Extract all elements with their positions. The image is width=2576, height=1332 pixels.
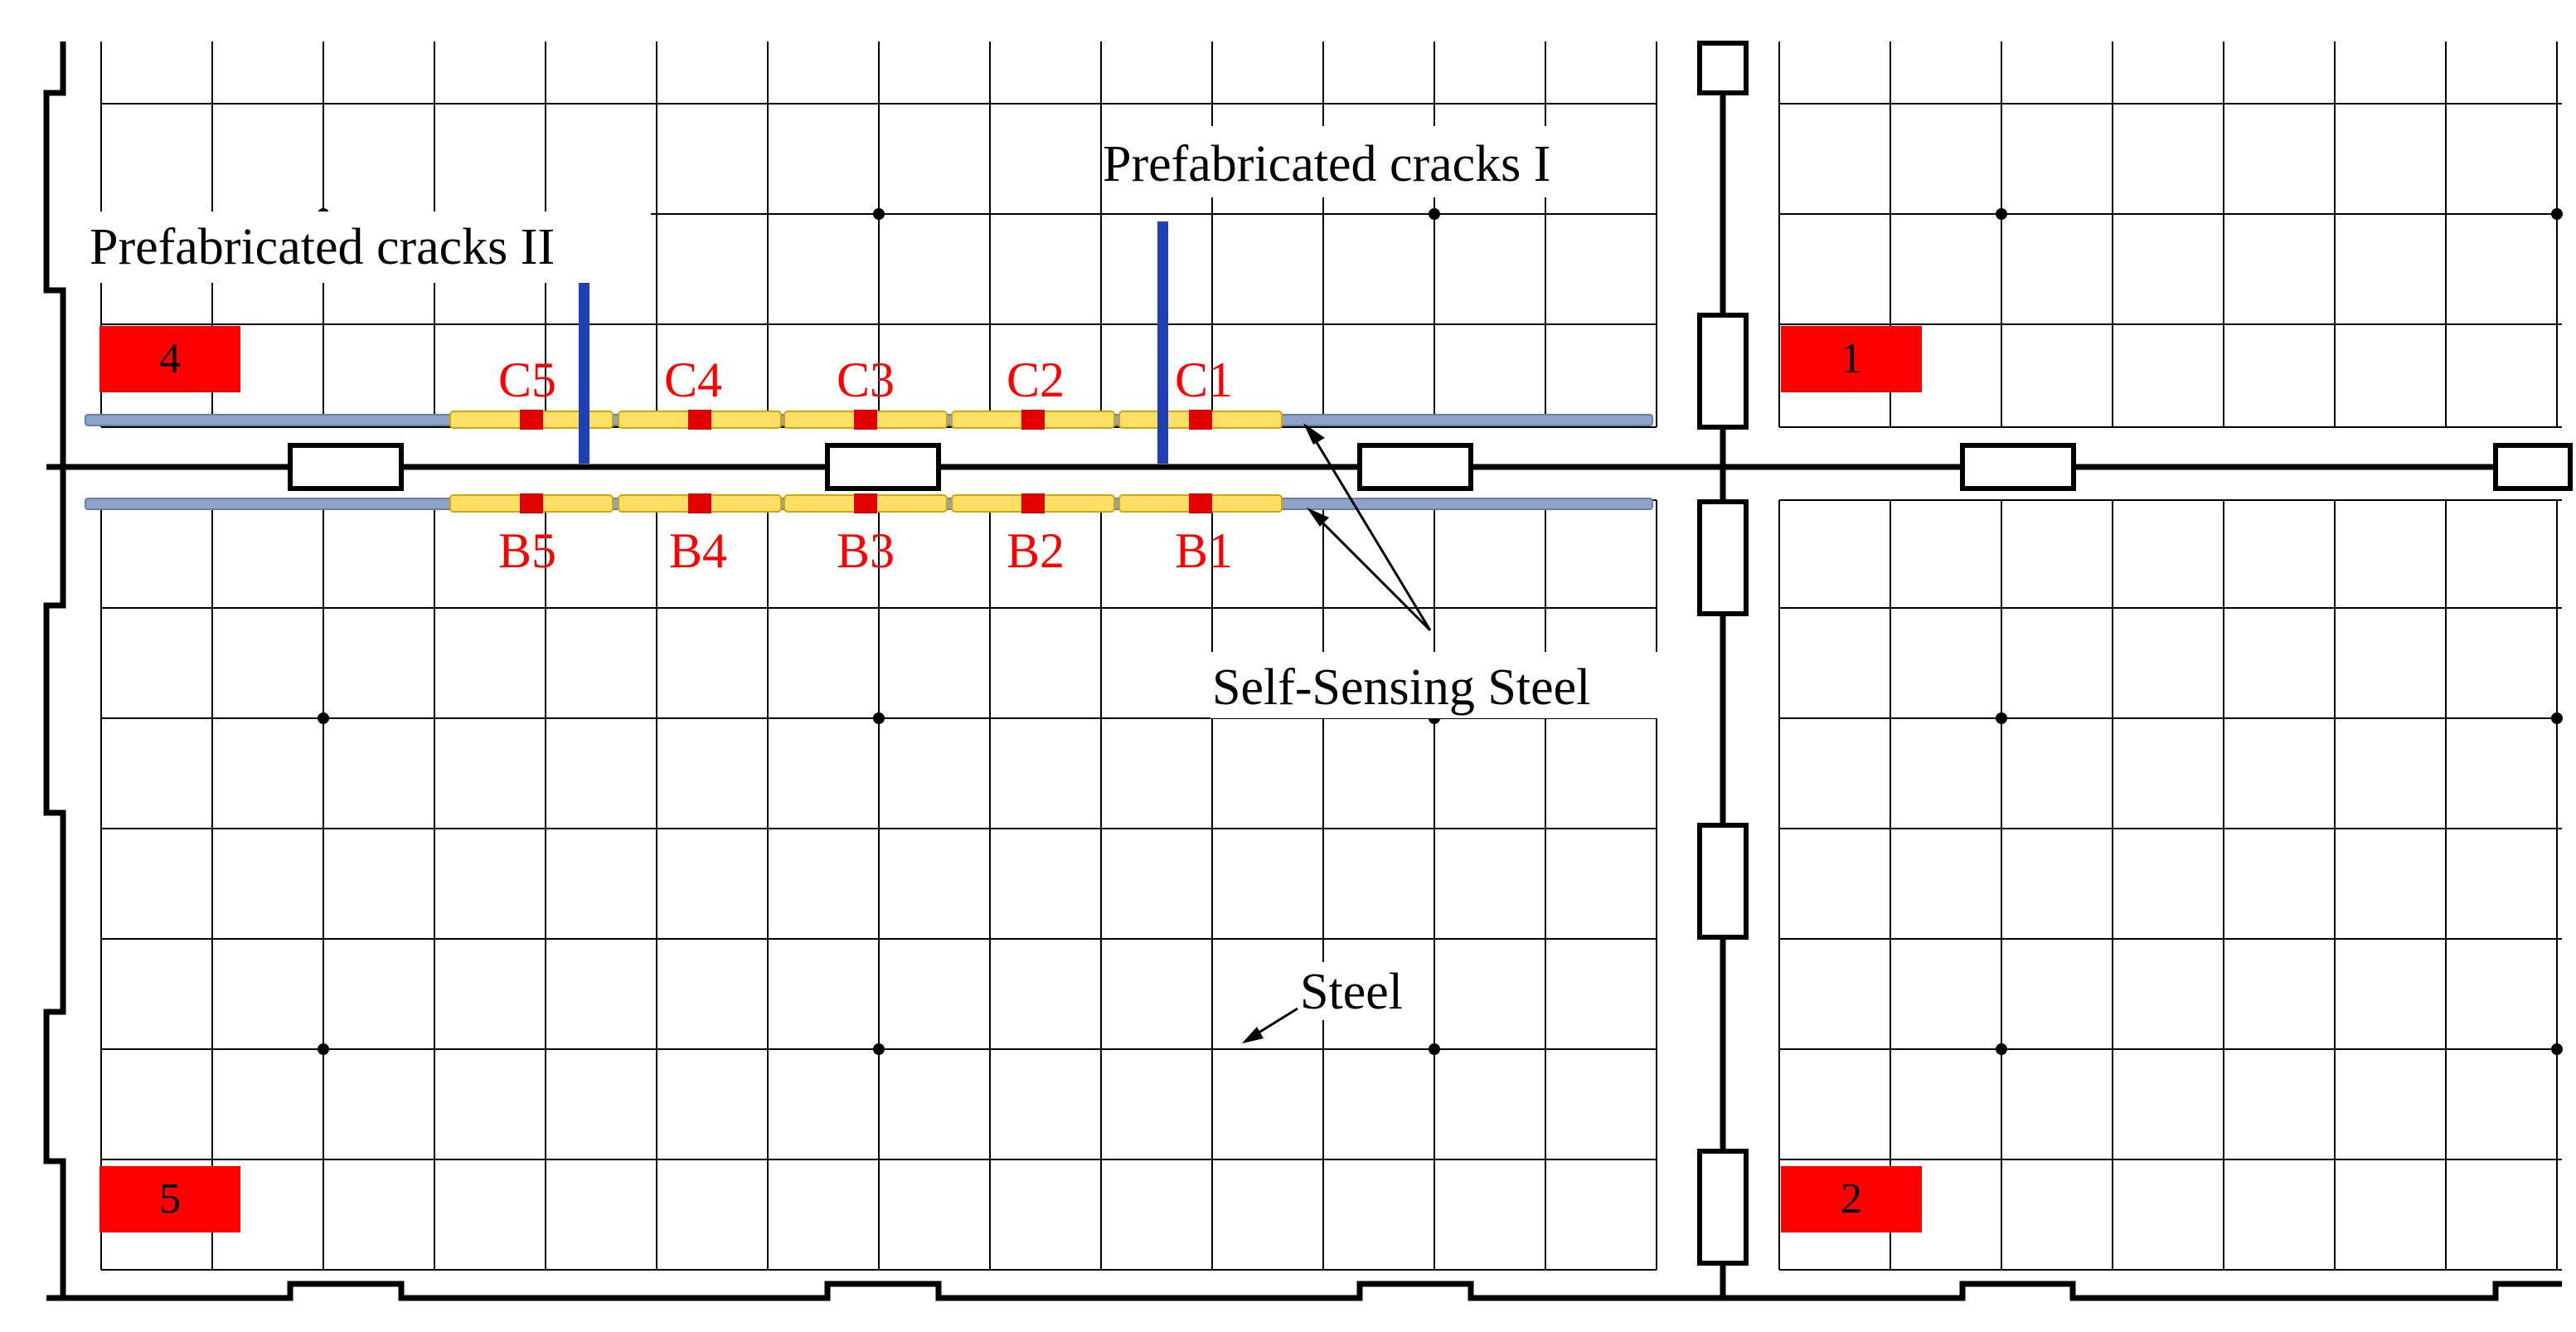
upper-sensor-node-4 — [1189, 410, 1212, 430]
reinforcement-grid — [100, 41, 2562, 1271]
sensor-tag-c4: C4 — [664, 352, 722, 407]
grid-node-10 — [318, 1043, 329, 1055]
panel-label-2: 2 — [1841, 1175, 1862, 1223]
prefabricated-cracks — [579, 221, 1168, 464]
grid-node-8 — [1996, 712, 2007, 724]
lower-sensor-node-1 — [688, 493, 711, 513]
upper-sensor-node-2 — [854, 410, 877, 430]
panel-label-4: 4 — [159, 335, 181, 382]
lower-sensor-node-3 — [1021, 493, 1045, 513]
annotation-arrows — [1242, 423, 1432, 1043]
grid-node-12 — [1429, 1043, 1440, 1055]
upper-sensor-node-0 — [520, 410, 543, 430]
lower-sensor-node-0 — [520, 493, 543, 513]
sensor-tag-c1: C1 — [1175, 352, 1233, 407]
grid-node-1 — [873, 208, 885, 220]
sensor-tag-c5: C5 — [498, 352, 556, 407]
sensor-tag-b4: B4 — [669, 523, 727, 578]
slab-outline — [43, 41, 2562, 1301]
grid-node-4 — [2551, 208, 2563, 220]
sensor-tag-c2: C2 — [1007, 352, 1065, 407]
annotations: Prefabricated cracks I Prefabricated cra… — [87, 126, 1658, 1020]
sensor-tag-b2: B2 — [1007, 523, 1065, 578]
lower-sensor-node-4 — [1189, 493, 1212, 513]
grid-node-5 — [318, 712, 329, 724]
crack-two-label: Prefabricated cracks II — [90, 219, 555, 275]
crack-one-mark — [1157, 221, 1168, 464]
grid-node-13 — [1996, 1043, 2007, 1055]
panel-label-1: 1 — [1841, 335, 1862, 382]
sensor-tag-b3: B3 — [837, 523, 895, 578]
upper-sensor-node-3 — [1021, 410, 1045, 430]
grid-node-14 — [2551, 1043, 2563, 1055]
self-sensing-steel-label: Self-Sensing Steel — [1212, 659, 1590, 716]
sensor-tags: C5 C4 C3 C2 C1 B5 B4 B3 B2 B1 — [498, 352, 1233, 578]
upper-sensor-node-1 — [688, 410, 711, 430]
steel-label: Steel — [1300, 964, 1403, 1020]
panel-label-1-box — [1781, 326, 1922, 392]
grid-node-11 — [873, 1043, 885, 1055]
grid-node-6 — [873, 712, 885, 724]
crack-one-label: Prefabricated cracks I — [1103, 136, 1550, 192]
grid-nodes — [318, 208, 2563, 1055]
crack-two-mark — [579, 280, 589, 464]
panel-label-4-box — [99, 326, 240, 392]
joint-connectors — [288, 41, 2573, 1266]
lower-sensor-node-2 — [854, 493, 877, 513]
sensor-tag-b1: B1 — [1175, 523, 1233, 578]
panel-label-2-box — [1781, 1166, 1922, 1232]
panel-labels: 4 1 5 2 — [99, 326, 1922, 1232]
sensor-tag-b5: B5 — [498, 523, 556, 578]
panel-label-5-box — [99, 1166, 240, 1232]
panel-label-5: 5 — [159, 1175, 181, 1223]
grid-node-2 — [1429, 208, 1440, 220]
sensor-segments — [449, 410, 1283, 513]
grid-node-9 — [2551, 712, 2563, 724]
grid-node-3 — [1996, 208, 2007, 220]
sensor-tag-c3: C3 — [837, 352, 895, 407]
